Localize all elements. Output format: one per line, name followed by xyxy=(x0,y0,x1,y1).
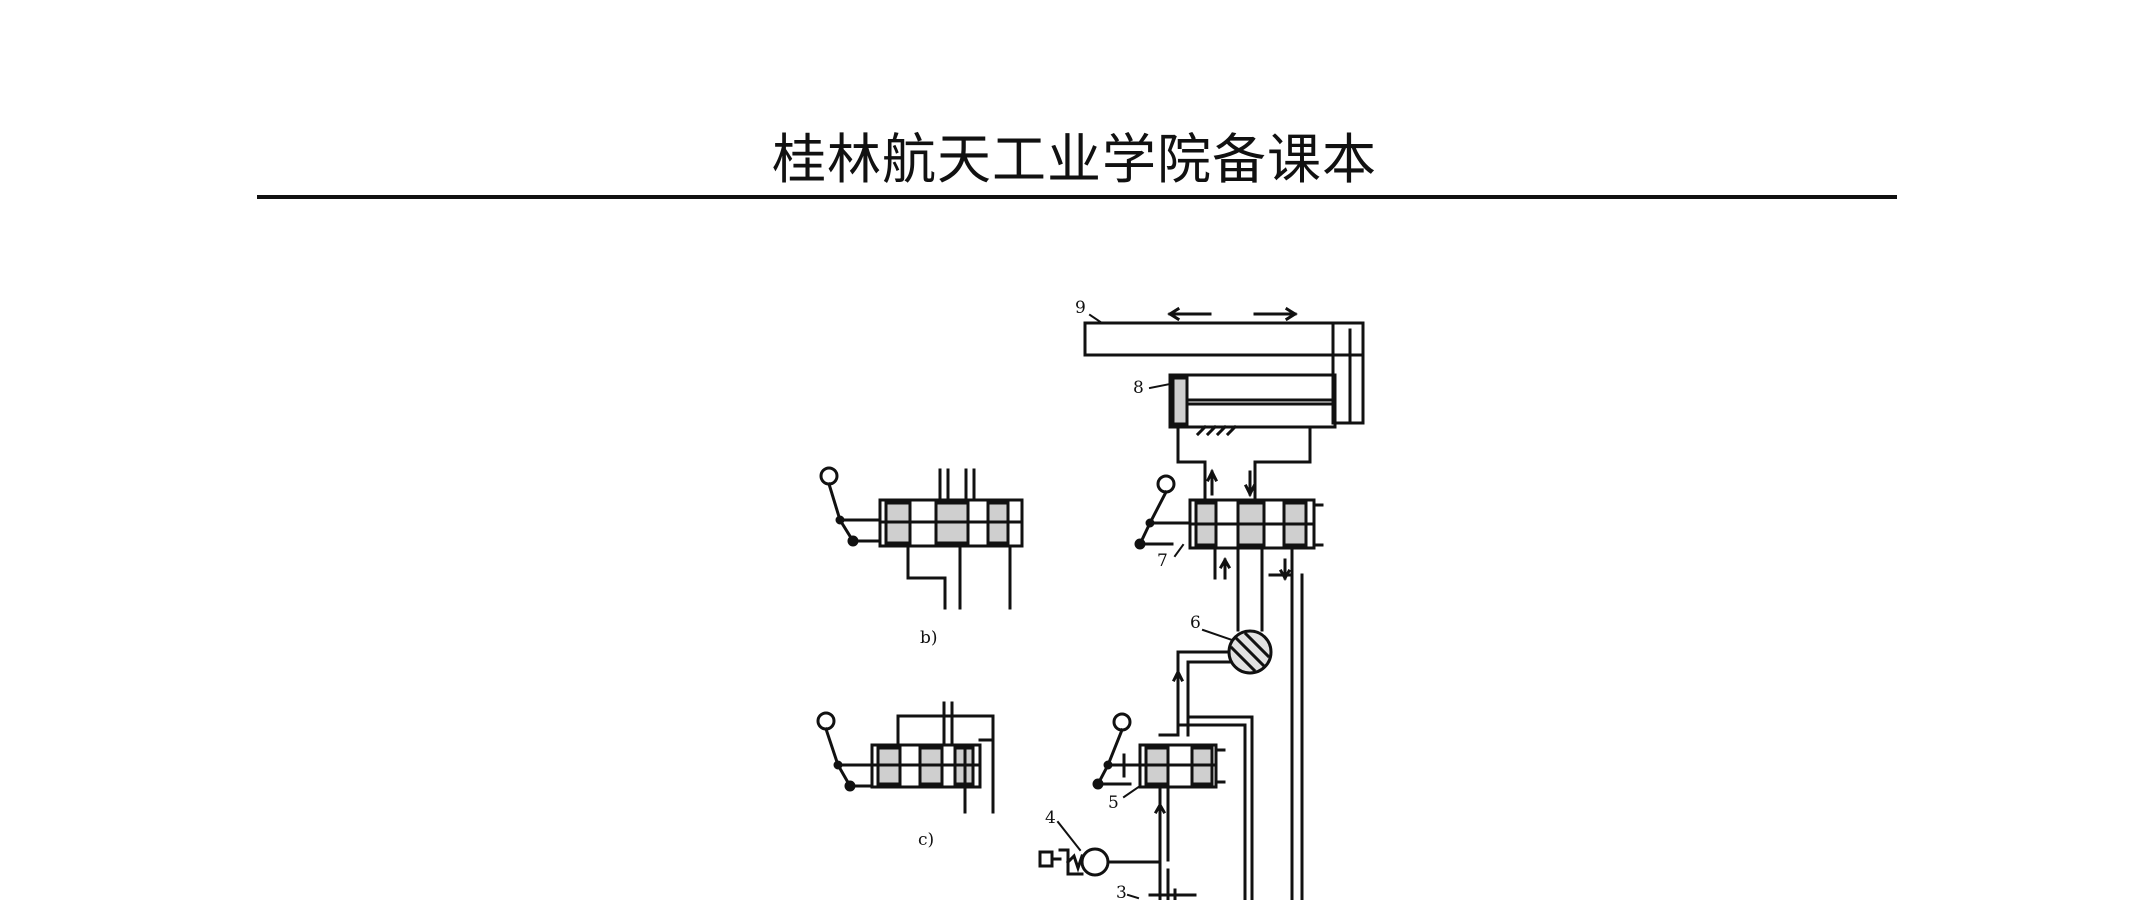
callout-4: 4 xyxy=(1045,808,1056,828)
header-rule xyxy=(257,195,1897,199)
callout-leaders xyxy=(1056,313,1234,900)
callout-3: 3 xyxy=(1116,883,1127,900)
callout-9: 9 xyxy=(1075,298,1086,318)
subfigure-c-label: c) xyxy=(918,830,934,850)
callout-6: 6 xyxy=(1190,613,1201,633)
subfigure-b-diagram xyxy=(819,466,1024,610)
main-circuit-diagram xyxy=(1038,306,1365,900)
callout-7: 7 xyxy=(1157,551,1168,571)
callout-8: 8 xyxy=(1133,378,1144,398)
subfigure-c-diagram xyxy=(816,701,995,814)
subfigure-b-label: b) xyxy=(920,628,938,648)
page-title: 桂林航天工业学院备课本 xyxy=(772,128,1377,191)
callout-5: 5 xyxy=(1108,793,1119,813)
